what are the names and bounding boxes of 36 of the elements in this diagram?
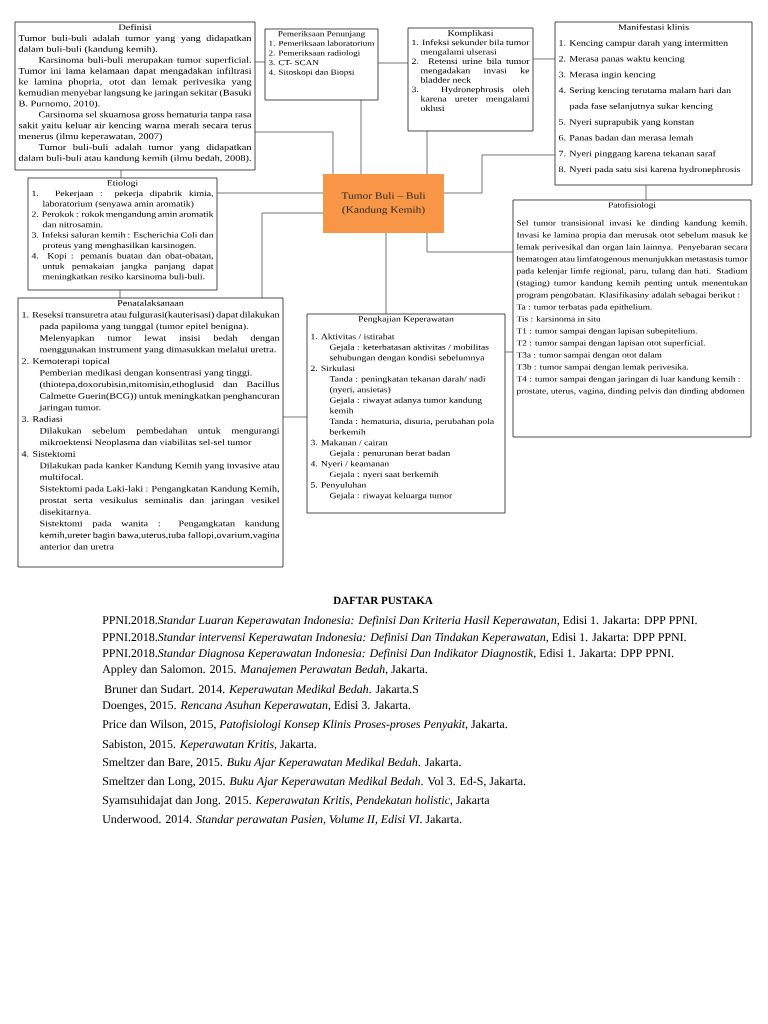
info-box: Etiologi 1. Pekerjaan : pekerja dipabrik kimia, laboratorium (senyawa amin aromatik) 2. Perokok : rokok mengandung amin aromatik dan nitrosamin. 3. Infeksi saluran kemih : Escherichia Coli dan proteus yang menghasilkan karsinogen. 4. Kopi : pemanis buatan dan obat-obatan, untuk pemakaian jangka panjang dapat meningkatkan resiko karsinoma buli-buli.: [27, 177, 218, 291]
reference-entry: Syamsuhidajat dan Jong. 2015. Keperawatan Kritis, Pendekatan holistic, Jakarta: [103, 795, 490, 807]
section-heading: DAFTAR PUSTAKA: [333, 596, 433, 605]
connector-line: [216, 192, 324, 194]
connector-line: [645, 184, 647, 201]
connector-line: [360, 99, 362, 175]
info-box: Definisi Tumor buli-buli adalah tumor yang yang didapatkan dalam buli-buli (kandung kemih). Karsinoma buli-buli merupakan tumor superficial. Tumor ini lama kelamaan dapat mengadakan infiltrasi ke lamina phopria, otot dan lemak perivesika yang kemudian menyebar langsung ke jaringan sekitar (Basuki B. Purnomo, 2010). Carsinoma sel skuamosa gross hematuria tanpa rasa sakit yaitu keluar air kencing warna merah secara terus menerus (ilmu keperawatan, 2007) Tumor buli-buli adalah tumor yang didapatkan dalam buli-buli atau kandung kemih (ilmu bedah, 2008).: [14, 21, 256, 171]
reference-entry: Underwood. 2014. Standar perawatan Pasien, Volume II, Edisi VI. Jakarta.: [102, 814, 462, 826]
info-box: Pengkajian Keperawatan 1. Aktivitas / istirahat Gejala : keterbatasan aktivitas / mobilitas sehubungan dengan kondisi sebelumnya 2. Sirkulasi Tanda : peningkatan tekanan darah/ nadi (nyeri, ansietas) Gejala : riwayat adanya tumor kandung kemih Tanda : hematuria, disuria, perubahan pola berkemih 3. Makanan / cairan Gejala : penurunan berat badan 4. Nyeri / keamanan Gejala : nyeri saat berkemih 5. Penyuluhan Gejala : riwayat keluarga tumor: [306, 313, 506, 514]
connector-line: [282, 416, 308, 418]
connector-line: [119, 289, 121, 299]
reference-entry: Sabiston, 2015. Keperawatan Kritis, Jakarta.: [103, 739, 316, 751]
reference-entry: PPNI.2018.Standar Luaran Keperawatan Indonesia: Definisi Dan Kriteria Hasil Keperawatan, Edisi 1. Jakarta: DPP PPNI.: [102, 615, 697, 627]
reference-entry: Price dan Wilson, 2015, Patofisiologi Konsep Klinis Proses-proses Penyakit, Jakarta.: [102, 719, 507, 731]
connector-line: [385, 232, 387, 315]
reference-entry: Smeltzer dan Long, 2015. Buku Ajar Keperawatan Medikal Bedah. Vol 3. Ed-S, Jakarta.: [103, 776, 526, 788]
info-box: Penatalaksanaan 1. Reseksi transuretra atau fulgurasi(kauterisasi) dapat dilakukan pada papiloma yang tunggal (tumor epitel benigna). Melenyapkan tumor lewat insisi bedah dengan menggunakan instrument yang dimasukkan melalui uretra. 2. Kemoterapi topical Pemberian medikasi dengan konsentrasi yang tinggi. (thiotepa,doxorubisin,mitomisin,ethoglusid dan Bacillus Calmette Guerin(BCG)) untuk meningkatkan penghancuran jaringan tumor. 3. Radiasi Dilakukan sebelum pembedahan untuk mengurangi mikroektensi Neoplasma dan viabilitas sel-sel tumor 4. Sistektomi Dilakukan pada kanker Kandung Kemih yang invasive atau multifocal. Sistektomi pada Laki-laki : Pengangkatan Kandung Kemih, prostat serta vesikulus seminalis dan jaringan vesikel disekitarnya. Sistektomi pada wanita : Pengangkatan kandung kemih,ureter bagin bawa,uterus,tuba fallopi,ovarium,vagina anterior dan uretra: [17, 297, 284, 568]
reference-entry: Bruner dan Sudart. 2014. Keperawatan Medikal Bedah. Jakarta.S: [104, 684, 419, 696]
reference-entry: PPNI.2018.Standar Diagnosa Keperawatan Indonesia: Definisi Dan Indikator Diagnostik, Edisi 1. Jakarta: DPP PPNI.: [102, 648, 674, 660]
connector-line: [504, 351, 514, 353]
reference-entry: PPNI.2018.Standar intervensi Keperawatan Indonesia: Definisi Dan Tindakan Keperawatan, Edisi 1. Jakarta: DPP PPNI.: [102, 632, 686, 644]
connector-line: [443, 154, 556, 194]
connector-line: [426, 130, 428, 175]
info-box: Manifestasi klinis 1. Kencing campur darah yang intermitten 2. Merasa panas waktu kencing 3. Merasa ingin kencing 4. Sering kencing terutama malam hari dan pada fase selanjutnya sukar kencing 5. Nyeri suprapubik yang konstan 6. Panas badan dan merasa lemah 7. Nyeri pinggang karena tekanan saraf 8. Nyeri pada satu sisi karena hydronephrosis: [554, 21, 753, 186]
reference-entry: Smeltzer dan Bare, 2015. Buku Ajar Keperawatan Medikal Bedah. Jakarta.: [103, 757, 461, 769]
reference-entry: Appley dan Salomon. 2015. Manajemen Perawatan Bedah, Jakarta.: [102, 664, 427, 676]
connector-line: [254, 61, 266, 63]
reference-entry: Doenges, 2015. Rencana Asuhan Keperawatan, Edisi 3. Jakarta.: [102, 700, 411, 712]
connector-line: [377, 62, 409, 64]
connector-line: [426, 232, 514, 253]
connector-line: [120, 169, 122, 179]
connector-line: [532, 58, 556, 60]
connector-line: [254, 131, 334, 175]
topic-box: Tumor Buli – Buli (Kandung Kemih): [323, 174, 444, 233]
connector-line: [261, 212, 324, 299]
info-box: Komplikasi 1. Infeksi sekunder bila tumor mengalami ulserasi 2. Retensi urine bila tumor mengadakan invasi ke bladder neck 3. Hydronephrosis oleh karena ureter mengalami oklusi: [407, 27, 534, 132]
